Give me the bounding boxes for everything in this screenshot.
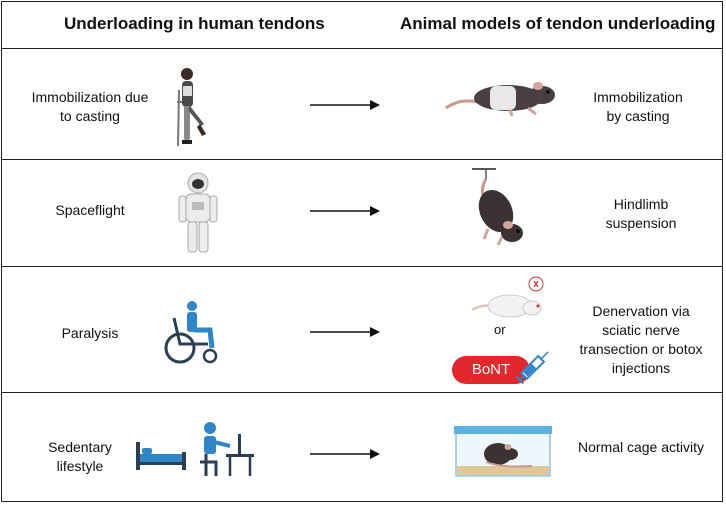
white-mouse-icon: [471, 276, 544, 318]
syringe-icon: [515, 351, 549, 385]
crutches-person-icon: [177, 68, 206, 147]
header-row: [1, 1, 723, 49]
arrow-sedentary: [310, 449, 380, 459]
arrow-paralysis: [310, 327, 380, 337]
desk-worker-icon: [200, 422, 254, 476]
header-right: Animal models of tendon underloading: [400, 14, 716, 33]
row-paralysis: [1, 267, 723, 393]
human-label-spaceflight: Spaceflight: [55, 202, 125, 218]
astronaut-icon: [178, 172, 218, 253]
bont-badge: BoNT: [452, 356, 530, 384]
suspended-mouse-icon: [472, 168, 523, 246]
casted-mouse-icon: [445, 82, 555, 117]
row-casting: [1, 49, 723, 160]
human-label-paralysis: Paralysis: [61, 325, 119, 341]
arrow-spaceflight: [310, 206, 380, 216]
row-spaceflight: [1, 160, 723, 267]
caged-mouse-icon: [454, 426, 552, 477]
animal-label-cage: Normal cage activity: [577, 439, 705, 455]
or-label: or: [494, 322, 506, 337]
arrow-casting: [310, 100, 380, 110]
bed-icon: [136, 442, 186, 470]
wheelchair-icon: [164, 301, 218, 364]
header-left: Underloading in human tendons: [64, 14, 325, 33]
